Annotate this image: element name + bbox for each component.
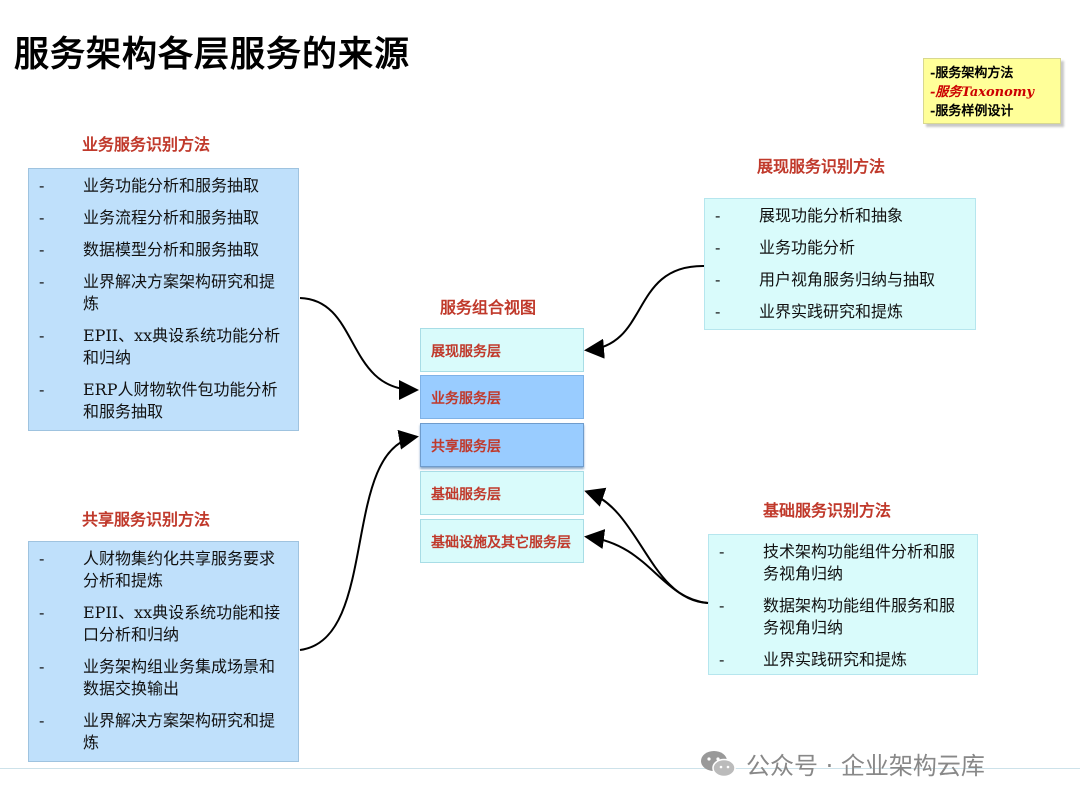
list-item: -EPII、xx典设系统功能分析和归纳 [39, 326, 281, 367]
list-item: -业务功能分析和服务抽取 [39, 176, 260, 195]
shared-methods-box: -人财物集约化共享服务要求分析和提炼 -EPII、xx典设系统功能和接口分析和归… [28, 541, 299, 762]
shared-methods-title: 共享服务识别方法 [82, 510, 211, 529]
list-item: -EPII、xx典设系统功能和接口分析和归纳 [39, 603, 281, 644]
list-item: -展现功能分析和抽象 [715, 206, 904, 225]
layer-foundation: 基础服务层 [420, 471, 584, 515]
business-methods-box: -业务功能分析和服务抽取 -业务流程分析和服务抽取 -数据模型分析和服务抽取 -… [28, 168, 299, 431]
presentation-methods-title: 展现服务识别方法 [757, 157, 886, 176]
layer-business: 业务服务层 [420, 375, 584, 419]
list-item: -数据架构功能组件服务和服务视角归纳 [719, 596, 956, 637]
composite-view-title: 服务组合视图 [440, 298, 537, 317]
list-item: -技术架构功能组件分析和服务视角归纳 [719, 542, 956, 583]
list-item: -业务功能分析 [715, 238, 856, 257]
presentation-methods-box: -展现功能分析和抽象 -业务功能分析 -用户视角服务归纳与抽取 -业界实践研究和… [704, 198, 976, 330]
arrow-business-to-layer [299, 297, 419, 400]
list-item: -业界实践研究和提炼 [719, 650, 908, 669]
footer-divider [0, 768, 1080, 769]
layer-infrastructure: 基础设施及其它服务层 [420, 519, 584, 563]
arrow-foundation-to-layer [584, 487, 709, 604]
page-title: 服务架构各层服务的来源 [14, 35, 411, 75]
foundation-methods-box: -技术架构功能组件分析和服务视角归纳 -数据架构功能组件服务和服务视角归纳 -业… [708, 534, 978, 675]
list-item: -业务流程分析和服务抽取 [39, 208, 260, 227]
note-line-2: -服务Taxonomy [930, 83, 1060, 102]
list-item: -ERP人财物软件包功能分析和服务抽取 [39, 380, 278, 421]
list-item: -业界实践研究和提炼 [715, 302, 904, 321]
arrow-shared-to-layer [299, 429, 419, 651]
list-item: -用户视角服务归纳与抽取 [715, 270, 936, 289]
foundation-methods-title: 基础服务识别方法 [763, 501, 892, 520]
list-item: -业界解决方案架构研究和提炼 [39, 711, 276, 752]
navigation-note: -服务架构方法 -服务Taxonomy -服务样例设计 [923, 58, 1061, 124]
list-item: -人财物集约化共享服务要求分析和提炼 [39, 549, 276, 590]
wechat-icon [701, 750, 736, 777]
list-item: -业界解决方案架构研究和提炼 [39, 272, 276, 313]
business-methods-title: 业务服务识别方法 [82, 135, 211, 154]
list-item: -数据模型分析和服务抽取 [39, 240, 260, 259]
layer-presentation: 展现服务层 [420, 328, 584, 372]
note-line-1: -服务架构方法 [930, 66, 1014, 81]
layer-shared: 共享服务层 [420, 423, 584, 467]
note-line-2-highlight: Taxonomy [961, 85, 1035, 100]
list-item: -业务架构组业务集成场景和数据交换输出 [39, 657, 276, 698]
watermark-text: 公众号 · 企业架构云库 [746, 752, 985, 780]
note-line-3: -服务样例设计 [930, 104, 1014, 119]
watermark: 公众号 · 企业架构云库 [700, 746, 985, 781]
arrow-presentation-to-layer [584, 264, 705, 359]
arrow-foundation-to-infrastructure [584, 529, 709, 604]
note-line-2-prefix: -服务 [930, 85, 962, 100]
